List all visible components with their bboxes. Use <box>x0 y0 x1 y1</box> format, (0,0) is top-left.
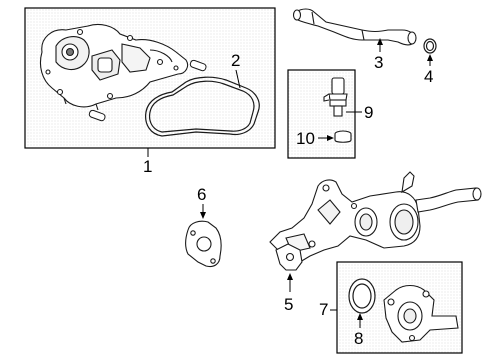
dowel-pins <box>88 59 207 122</box>
water-pipe-drawing <box>292 8 417 46</box>
callout-5: 5 <box>284 295 294 314</box>
callout-7: 7 <box>319 300 329 319</box>
o-ring-drawing <box>423 38 437 54</box>
leader-line-2 <box>235 69 241 89</box>
temp-sensor-drawing <box>323 77 348 117</box>
gasket-5-drawing <box>275 243 303 271</box>
thermostat-cover-drawing <box>383 284 459 343</box>
pump-gasket-drawing <box>145 76 260 137</box>
callout-1: 1 <box>143 157 153 176</box>
seal-drawing <box>348 278 376 314</box>
callout-6: 6 <box>197 185 207 204</box>
callout-3: 3 <box>374 53 384 72</box>
callout-10: 10 <box>296 129 315 148</box>
callout-8: 8 <box>354 329 364 348</box>
outlet-housing-drawing <box>269 171 421 263</box>
outlet-pipe-drawing <box>415 187 482 213</box>
callout-2: 2 <box>231 51 241 70</box>
gasket-6-drawing <box>185 220 222 268</box>
callout-4: 4 <box>424 67 434 86</box>
plug-drawing <box>334 130 352 143</box>
water-pump-drawing <box>39 23 189 111</box>
callout-9: 9 <box>364 103 374 122</box>
